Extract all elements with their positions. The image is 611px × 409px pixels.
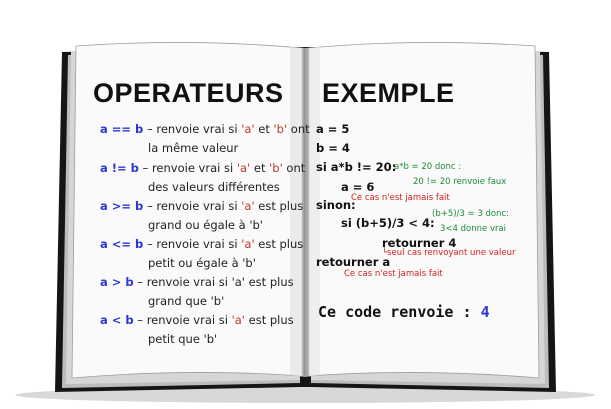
- annotation-note: 20 != 20 renvoie faux: [413, 177, 507, 187]
- code-line: a = 5: [316, 122, 350, 136]
- result-label: Ce code renvoie :: [318, 303, 472, 321]
- code-line: si a*b != 20:: [316, 160, 397, 174]
- code-line: b = 4: [316, 141, 350, 155]
- operator-desc: – renvoie vrai si: [142, 161, 237, 175]
- operator-desc: – renvoie vrai si: [146, 122, 242, 136]
- operator-desc-line2: grand ou égale à 'b': [148, 218, 263, 232]
- operator-desc: – renvoie vrai si: [146, 199, 242, 213]
- example-title: EXEMPLE: [322, 78, 455, 108]
- annotation-note: Ce cas n'est jamais fait: [351, 193, 450, 203]
- operator-desc: – renvoie vrai si: [137, 313, 232, 327]
- operator-desc: ont: [282, 161, 306, 175]
- annotation-note: 3<4 donne vrai: [440, 224, 507, 234]
- operator-desc-line2: grand que 'b': [148, 294, 225, 308]
- code-line: retourner a: [316, 255, 391, 269]
- operator-desc: – renvoie vrai si: [146, 237, 242, 251]
- operator-expr: a != b: [100, 161, 139, 175]
- annotation-note: └seul cas renvoyant une valeur: [382, 248, 516, 258]
- var-b: 'b': [273, 122, 288, 136]
- code-line: retourner 4: [382, 236, 457, 250]
- operators-title: OPERATEURS: [93, 78, 284, 108]
- operator-desc: – renvoie vrai si 'a' est plus: [137, 275, 294, 289]
- result-value: 4: [480, 303, 490, 321]
- var-a: 'a': [241, 199, 255, 213]
- var-a: 'a': [231, 313, 245, 327]
- annotation-note: a*b = 20 donc :: [394, 162, 462, 172]
- operator-lte: a <= b – renvoie vrai si 'a' est plus pe…: [100, 235, 304, 270]
- code-line: si (b+5)/3 < 4:: [341, 216, 435, 230]
- operator-expr: a == b: [100, 122, 144, 136]
- operator-desc: ont: [287, 122, 310, 136]
- var-a: 'a': [241, 122, 255, 136]
- operator-desc: est plus: [254, 237, 304, 251]
- operator-expr: a >= b: [100, 199, 144, 213]
- code-line: sinon:: [316, 198, 356, 212]
- operator-lt: a < b – renvoie vrai si 'a' est plus pet…: [100, 311, 294, 346]
- operator-gt: a > b – renvoie vrai si 'a' est plus gra…: [100, 273, 294, 308]
- operator-expr: a <= b: [100, 237, 144, 251]
- operator-gte: a >= b – renvoie vrai si 'a' est plus gr…: [100, 197, 304, 232]
- annotation-note: Ce cas n'est jamais fait: [344, 269, 443, 279]
- operator-desc: et: [254, 122, 274, 136]
- operator-desc: est plus: [244, 313, 294, 327]
- var-b: 'b': [269, 161, 283, 175]
- operator-desc: est plus: [254, 199, 304, 213]
- var-a: 'a': [236, 161, 251, 175]
- operator-expr: a > b: [100, 275, 134, 289]
- operator-neq: a != b – renvoie vrai si 'a' et 'b' ont …: [100, 159, 306, 194]
- var-a: 'a': [241, 237, 255, 251]
- operator-desc-line2: la même valeur: [148, 141, 239, 155]
- operator-desc-line2: petit que 'b': [148, 332, 218, 346]
- operator-desc-line2: des valeurs différentes: [148, 180, 280, 194]
- operator-eq: a == b – renvoie vrai si 'a' et 'b' ont …: [100, 120, 310, 155]
- result-line: Ce code renvoie : 4: [318, 303, 490, 321]
- code-line: a = 6: [341, 180, 375, 194]
- operator-expr: a < b: [100, 313, 134, 327]
- annotation-note: (b+5)/3 = 3 donc:: [432, 209, 509, 219]
- operator-desc-line2: petit ou égale à 'b': [148, 256, 256, 270]
- operator-desc: et: [250, 161, 270, 175]
